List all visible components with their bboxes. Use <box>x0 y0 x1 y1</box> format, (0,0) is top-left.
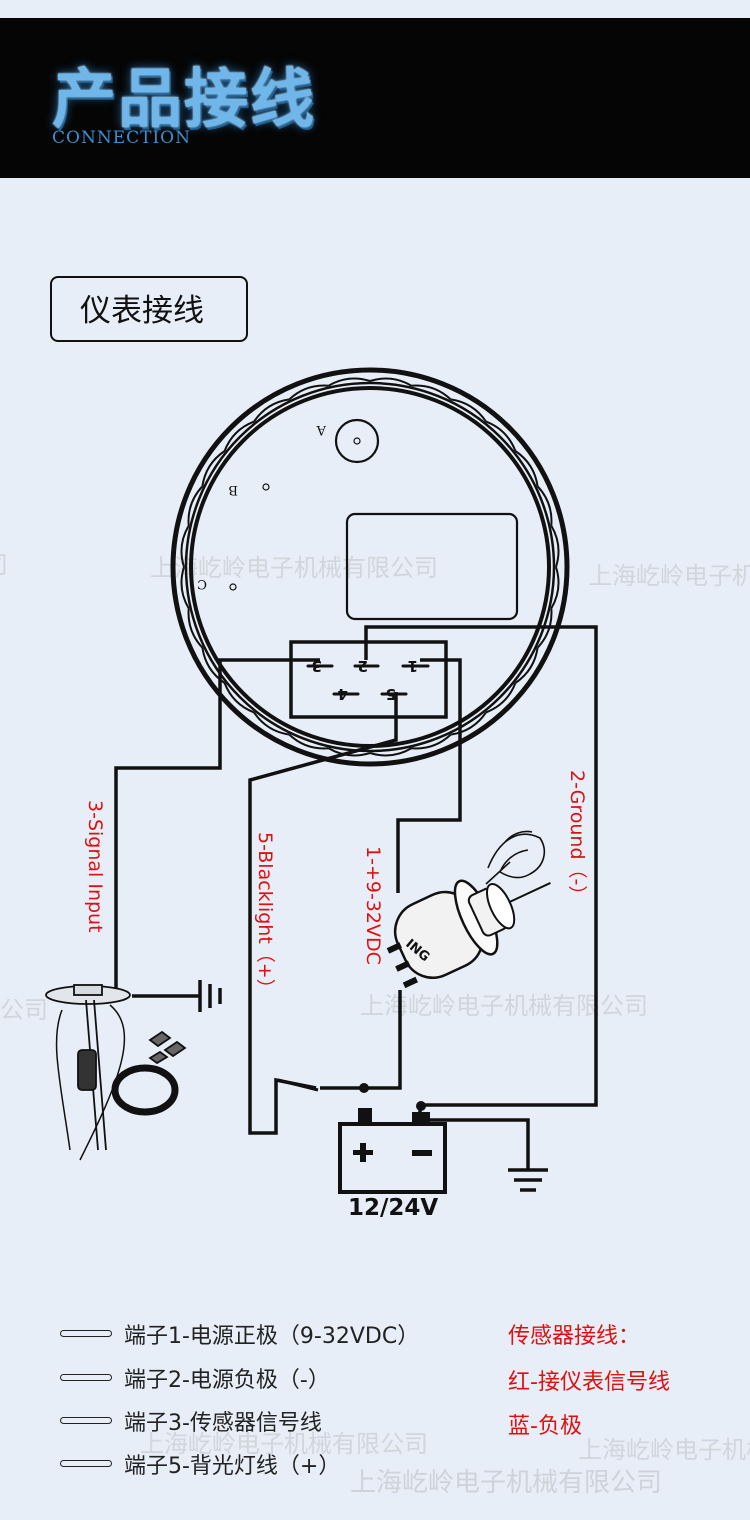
legend-label: 端子1-电源正极（9-32VDC） <box>124 1324 420 1349</box>
watermark: 上海屹岭电子机械有限公司 <box>0 996 48 1024</box>
hole-label-c: C <box>197 576 207 591</box>
fuel-sensor-icon <box>45 984 187 1161</box>
page-subtitle: CONNECTION <box>52 128 191 148</box>
bezel-scallop <box>180 377 560 757</box>
wire-backlight <box>248 692 398 1135</box>
backlight-switch <box>277 1078 319 1092</box>
wire-label-ground: 2-Ground（-） <box>566 770 588 905</box>
legend-label: 端子5-背光灯线（+） <box>124 1454 341 1479</box>
legend-item: 端子3-传感器信号线 <box>60 1405 500 1436</box>
sensor-wiring-red: 红-接仪表信号线 <box>508 1370 670 1395</box>
sensor-wiring-title: 传感器接线： <box>508 1324 641 1349</box>
legend-wire-icon <box>60 1460 112 1467</box>
watermark-bottom: 上海屹岭电子机械有限公司 <box>350 1468 663 1498</box>
legend-wire-icon <box>60 1330 112 1337</box>
header-banner: 产品接线 CONNECTION <box>0 18 750 178</box>
gauge-holes <box>229 418 380 591</box>
wire-power <box>396 658 462 893</box>
watermark: 上海屹岭电子机械有限公司 <box>150 554 438 582</box>
display-window <box>345 512 519 621</box>
hole-label-a: A <box>316 422 327 437</box>
section-title: 仪表接线 <box>50 276 248 342</box>
wire-label-power: 1-+9-32VDC <box>362 846 384 965</box>
watermark: 上海屹岭电子机械有限公司 <box>360 992 648 1020</box>
legend-item: 端子5-背光灯线（+） <box>60 1448 500 1479</box>
legend-label: 端子3-传感器信号线 <box>124 1411 322 1436</box>
gauge-bezel <box>170 367 570 767</box>
terminal-block <box>289 640 448 719</box>
legend-wire-icon <box>60 1417 112 1424</box>
watermark: 上海屹岭电子机械有限公司 <box>0 545 8 580</box>
watermark: 上海屹岭电子机械有限公司 <box>578 1436 750 1464</box>
battery <box>338 1108 447 1194</box>
watermark: 上海屹岭电子机械有限公司 <box>140 1430 428 1458</box>
legend-wire-icon <box>60 1374 112 1381</box>
wire-chassis-ground <box>428 1118 530 1170</box>
battery-voltage: 12/24V <box>348 1195 439 1221</box>
ground-symbol-sensor <box>198 980 222 1012</box>
page-title: 产品接线 <box>52 62 316 137</box>
sensor-wiring-blue: 蓝-负极 <box>508 1414 582 1439</box>
wire-label-signal: 3-Signal Input <box>84 800 106 933</box>
legend-item: 端子2-电源负极（-） <box>60 1362 500 1393</box>
legend-label: 端子2-电源负极（-） <box>124 1368 330 1393</box>
watermark: 上海屹岭电子机械有限公司 <box>588 562 750 590</box>
ignition-switch <box>386 879 551 989</box>
wire-power-lower <box>320 990 402 1090</box>
wire-label-backlight: 5-Blacklight（+） <box>254 832 276 998</box>
legend-item: 端子1-电源正极（9-32VDC） <box>60 1318 500 1349</box>
hand-icon <box>485 830 546 885</box>
ground-symbol-battery <box>508 1168 548 1192</box>
hole-label-b: B <box>228 482 238 497</box>
